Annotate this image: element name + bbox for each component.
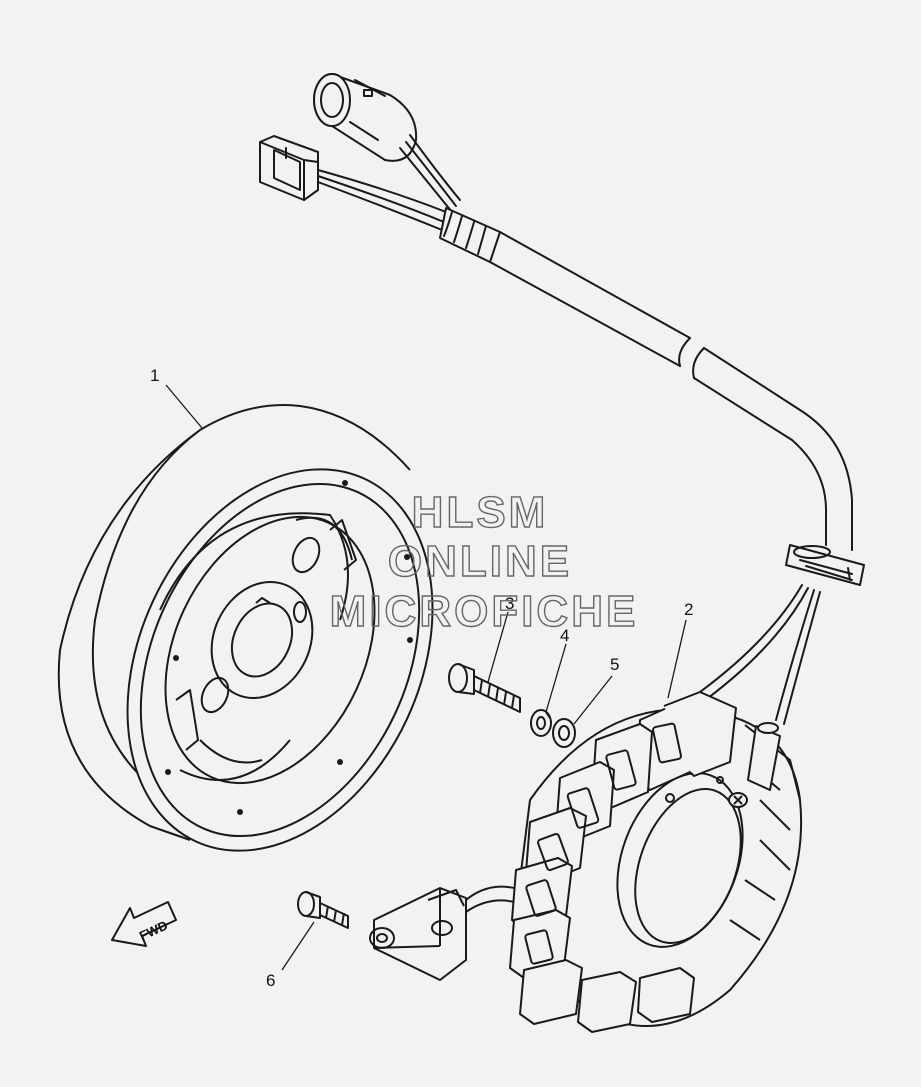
- callout-4: 4: [560, 626, 569, 645]
- plain-washer: [552, 718, 576, 748]
- forward-arrow-icon: FWD: [111, 901, 177, 947]
- callout-6: 6: [266, 971, 275, 990]
- callout-2: 2: [684, 600, 693, 619]
- coil-windows: [524, 722, 682, 965]
- square-coupler: [259, 135, 319, 201]
- watermark-line-1: HLSM: [412, 488, 549, 537]
- leader-lines: [165, 384, 687, 971]
- round-connector: [313, 73, 418, 162]
- screw: [297, 891, 349, 929]
- watermark-line-3: MICROFICHE: [330, 587, 639, 636]
- wire-harness: [259, 73, 865, 725]
- flywheel-rotor: [57, 404, 434, 852]
- watermark: HLSM ONLINE MICROFICHE: [329, 487, 639, 636]
- grommet: [785, 544, 865, 586]
- callout-1: 1: [150, 366, 159, 385]
- stator-assembly: [509, 691, 803, 1033]
- callout-5: 5: [610, 655, 619, 674]
- bolt: [448, 663, 521, 713]
- cable-clamp: [369, 885, 523, 981]
- watermark-line-2: ONLINE: [388, 537, 572, 586]
- stator-coils: [509, 691, 737, 1033]
- spring-washer: [530, 709, 552, 737]
- callout-3: 3: [505, 594, 514, 613]
